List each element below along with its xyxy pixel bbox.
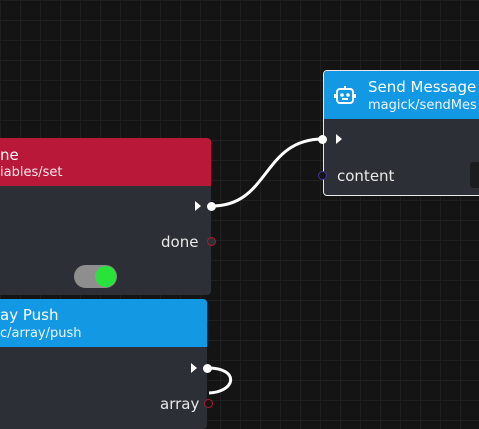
output-label-done: done — [161, 233, 199, 251]
array-push-node[interactable]: ay Push c/array/push array — [0, 299, 207, 429]
wire-done-to-send — [211, 137, 324, 208]
enable-toggle[interactable] — [74, 265, 117, 288]
output-port-done[interactable] — [207, 237, 216, 246]
content-input-field[interactable] — [470, 162, 479, 188]
exec-out-arrow — [191, 363, 197, 373]
robot-icon — [334, 85, 356, 107]
variables-set-node[interactable]: ne iables/set done — [0, 138, 211, 295]
node-header[interactable]: ay Push c/array/push — [0, 299, 207, 347]
output-label-array: array — [160, 395, 200, 413]
send-message-node[interactable]: Send Message magick/sendMes content — [323, 70, 479, 196]
exec-in-arrow — [336, 134, 342, 144]
connection-wires — [207, 137, 324, 395]
node-title: ay Push — [0, 306, 59, 324]
output-port-array[interactable] — [204, 399, 213, 408]
exec-out-port[interactable] — [203, 364, 212, 373]
exec-in-port[interactable] — [318, 135, 327, 144]
exec-out-arrow — [195, 201, 201, 211]
node-subtitle: magick/sendMes — [368, 98, 477, 113]
toggle-knob — [95, 266, 116, 287]
node-subtitle: c/array/push — [0, 326, 82, 341]
input-label-content: content — [337, 167, 395, 185]
node-header[interactable]: ne iables/set — [0, 138, 211, 186]
node-subtitle: iables/set — [0, 165, 63, 180]
node-title: Send Message — [368, 78, 477, 96]
node-header[interactable]: Send Message magick/sendMes — [324, 71, 479, 119]
exec-out-port[interactable] — [207, 202, 216, 211]
wire-push-loop — [207, 366, 233, 395]
input-port-content[interactable] — [318, 171, 327, 180]
node-title: ne — [0, 146, 19, 164]
